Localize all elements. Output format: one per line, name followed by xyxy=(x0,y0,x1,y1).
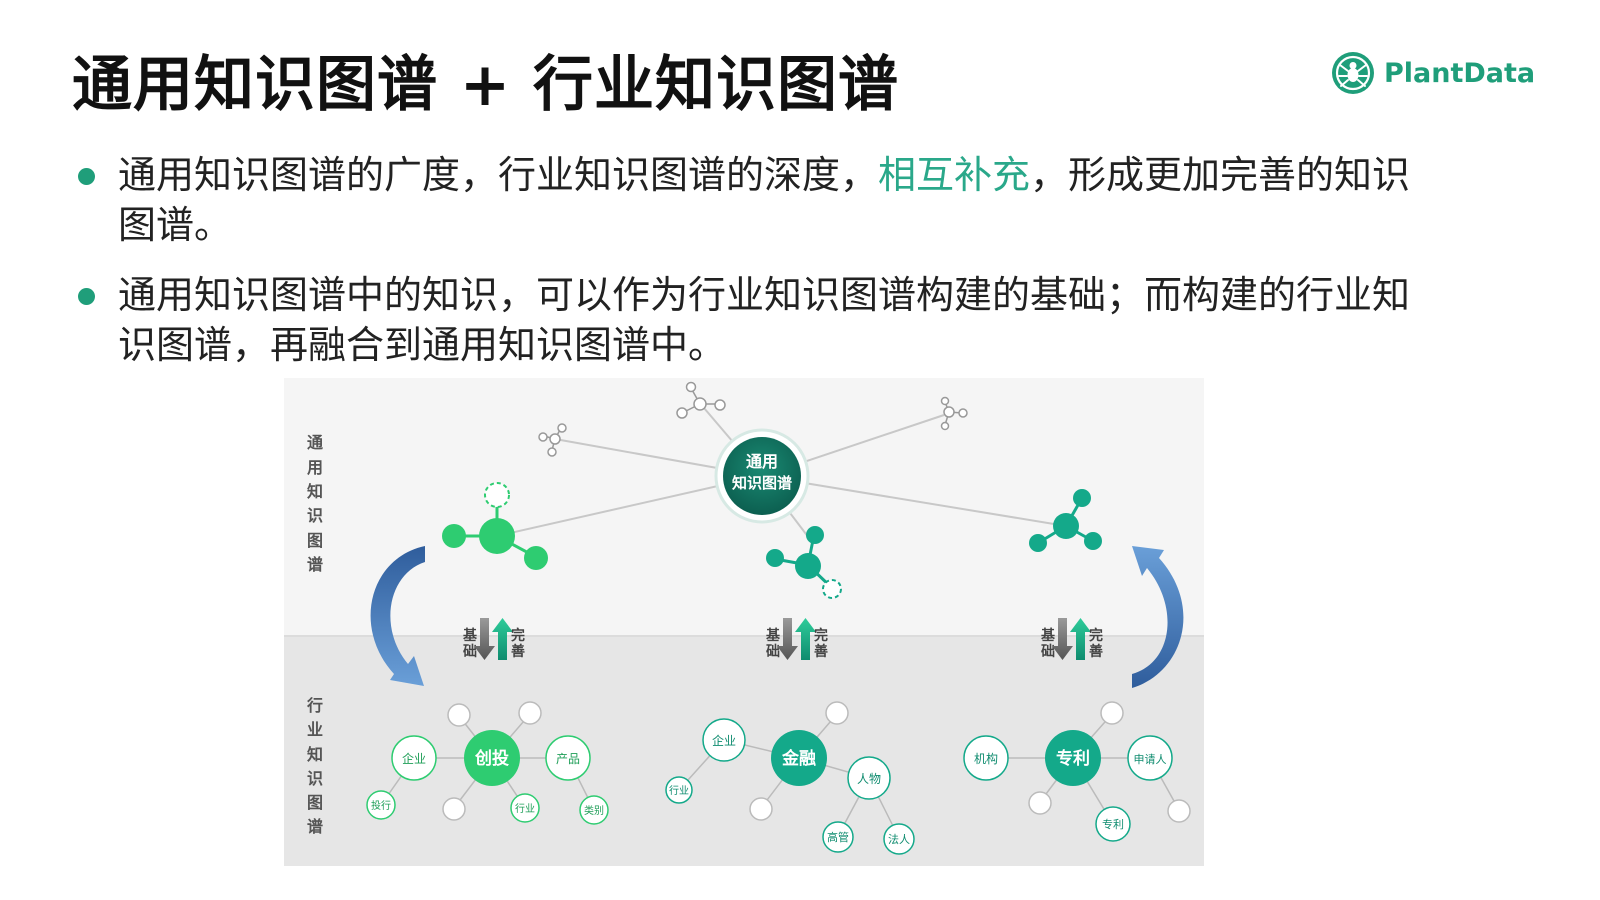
bullet-item-1: 通用知识图谱的广度，行业知识图谱的深度，相互补充，形成更加完善的知识图谱。 xyxy=(76,150,1436,250)
bullet-dot xyxy=(78,168,95,185)
side-label-char: 行 xyxy=(306,696,323,715)
right-curved-arrow xyxy=(1132,546,1184,688)
industry-node-label: 高管 xyxy=(827,830,849,844)
industry-node-label: 法人 xyxy=(888,832,910,846)
side-label-char: 谱 xyxy=(307,817,323,836)
base-improve-arrows-left: 基 础 完 善 xyxy=(463,618,525,660)
improve-label-char: 善 xyxy=(1089,643,1103,660)
industry-node-label: 行业 xyxy=(669,784,689,797)
left-curved-arrow xyxy=(370,546,425,686)
molecule-icon xyxy=(676,381,726,419)
side-label-char: 谱 xyxy=(307,555,323,574)
improve-label-char: 善 xyxy=(814,643,828,660)
base-label-char: 基 xyxy=(1041,627,1056,644)
industry-node-label: 企业 xyxy=(402,751,426,766)
improve-label-char: 善 xyxy=(511,643,525,660)
industry-hub-label: 专利 xyxy=(1056,748,1090,769)
industry-node-label: 产品 xyxy=(556,752,580,766)
base-label-char: 基 xyxy=(766,627,781,644)
bullet-2-text: 通用知识图谱中的知识，可以作为行业知识图谱构建的基础；而构建的行业知识图谱，再融… xyxy=(118,273,1411,367)
base-improve-arrows-middle: 基 础 完 善 xyxy=(766,618,828,660)
spider-icon xyxy=(1332,52,1374,94)
industry-node-label: 机构 xyxy=(974,751,998,766)
side-label-char: 通 xyxy=(307,433,323,452)
base-label-char: 础 xyxy=(766,643,780,660)
industry-hub-label: 创投 xyxy=(474,748,509,769)
industry-graph-venture: 创投 企业 产品 投行 行业 类别 xyxy=(366,701,609,825)
base-improve-arrows-right: 基 础 完 善 xyxy=(1041,618,1103,660)
bullet-1-text-after: ，形成更加完善的知识图谱。 xyxy=(118,153,1411,247)
base-label-char: 基 xyxy=(463,627,478,644)
side-label-char: 图 xyxy=(307,793,323,812)
logo-text: PlantData xyxy=(1384,57,1536,89)
side-label-char: 用 xyxy=(307,458,323,477)
side-label-char: 图 xyxy=(307,531,323,550)
page-title: 通用知识图谱 + 行业知识图谱 xyxy=(72,50,900,120)
improve-label-char: 完 xyxy=(1089,627,1103,644)
knowledge-graph-diagram: 通 用 知 识 图 谱 行 业 知 识 图 谱 xyxy=(284,378,1204,866)
improve-label-char: 完 xyxy=(814,627,828,644)
bullet-dot xyxy=(78,288,95,305)
industry-hub-label: 金融 xyxy=(781,748,816,769)
side-label-char: 知 xyxy=(307,745,323,764)
bullet-item-2: 通用知识图谱中的知识，可以作为行业知识图谱构建的基础；而构建的行业知识图谱，再融… xyxy=(76,270,1436,370)
base-label-char: 础 xyxy=(463,643,477,660)
bullet-list: 通用知识图谱的广度，行业知识图谱的深度，相互补充，形成更加完善的知识图谱。 通用… xyxy=(76,150,1436,390)
industry-node-label: 企业 xyxy=(712,733,736,748)
left-green-cluster xyxy=(442,482,548,570)
side-label-char: 业 xyxy=(307,720,323,739)
bullet-1-text-before: 通用知识图谱的广度，行业知识图谱的深度， xyxy=(118,153,879,197)
industry-graph-finance: 金融 企业 人物 行业 高管 法人 xyxy=(665,701,915,855)
industry-node-label: 申请人 xyxy=(1134,753,1167,766)
improve-label-char: 完 xyxy=(511,627,525,644)
industry-node-label: 行业 xyxy=(515,802,535,815)
side-label-char: 知 xyxy=(307,482,323,501)
industry-node-label: 投行 xyxy=(371,799,391,812)
bullet-1-highlight: 相互补充 xyxy=(878,153,1031,197)
side-label-char: 识 xyxy=(307,506,323,525)
center-node-line1: 通用 xyxy=(746,452,778,471)
right-teal-cluster xyxy=(1029,489,1102,552)
general-kg-side-label: 通 用 知 识 图 谱 xyxy=(307,433,323,574)
industry-node-label: 专利 xyxy=(1102,817,1124,831)
base-label-char: 础 xyxy=(1041,643,1055,660)
molecule-icon xyxy=(538,423,567,457)
center-node-line2: 知识图谱 xyxy=(732,474,792,492)
industry-graph-patent: 专利 机构 申请人 专利 xyxy=(963,701,1191,842)
plantdata-logo: PlantData xyxy=(1330,50,1535,96)
industry-node-label: 人物 xyxy=(857,772,881,786)
molecule-icon xyxy=(940,396,968,431)
middle-teal-cluster xyxy=(766,526,842,599)
industry-node-label: 类别 xyxy=(584,804,604,817)
general-kg-center-node: 通用 知识图谱 xyxy=(714,428,810,524)
side-label-char: 识 xyxy=(307,769,323,788)
industry-kg-side-label: 行 业 知 识 图 谱 xyxy=(306,696,323,836)
